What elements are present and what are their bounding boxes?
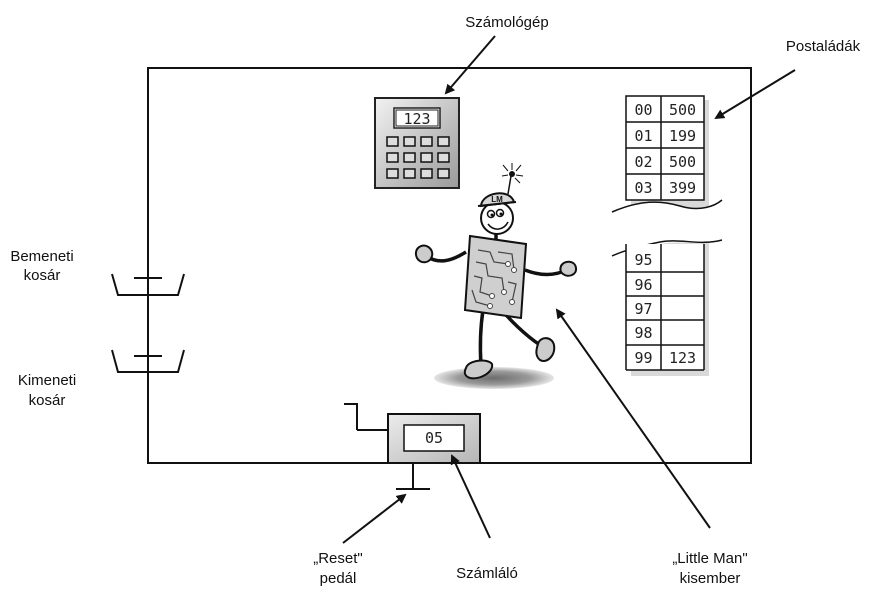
- output-basket-label: Kimeneti: [18, 372, 76, 389]
- mailbox-address: 98: [634, 324, 652, 342]
- counter-lever: [344, 404, 388, 430]
- mailboxes: 00 500 01 199 02 500 03 399 95 96 97 98 99 123: [612, 96, 722, 376]
- mailbox-address: 02: [634, 153, 652, 171]
- counter-display: 05: [425, 429, 443, 447]
- mailbox-address: 00: [634, 101, 652, 119]
- reset-pedal-label-2: pedál: [320, 570, 357, 587]
- mailbox-address: 03: [634, 179, 652, 197]
- mailbox-value: 123: [669, 349, 696, 367]
- output-basket-label-2: kosár: [29, 392, 66, 409]
- input-basket-label-2: kosár: [24, 267, 61, 284]
- counter: 05: [388, 414, 480, 463]
- little-man-figure: LM: [416, 163, 576, 389]
- mailbox-address: 97: [634, 300, 652, 318]
- little-man-label-2: kisember: [680, 570, 741, 587]
- input-basket-label: Bemeneti: [10, 248, 73, 265]
- calculator-display: 123: [403, 110, 430, 128]
- input-basket: [112, 68, 184, 356]
- cap-logo: LM: [491, 195, 503, 204]
- reset-pedal: [396, 463, 430, 489]
- mailbox-value: 500: [669, 153, 696, 171]
- counter-label: Számláló: [456, 565, 518, 582]
- calculator-label: Számológép: [465, 14, 548, 31]
- mailbox-address: 99: [634, 349, 652, 367]
- reset-pedal-label: „Reset": [313, 550, 363, 567]
- mailbox-address: 01: [634, 127, 652, 145]
- calculator: 123: [375, 98, 459, 188]
- mailbox-value: 199: [669, 127, 696, 145]
- mailbox-value: 399: [669, 179, 696, 197]
- mailbox-address: 96: [634, 276, 652, 294]
- mailbox-address: 95: [634, 251, 652, 269]
- mailboxes-label: Postaládák: [786, 38, 861, 55]
- little-man-label: „Little Man": [672, 550, 747, 567]
- mailbox-value: 500: [669, 101, 696, 119]
